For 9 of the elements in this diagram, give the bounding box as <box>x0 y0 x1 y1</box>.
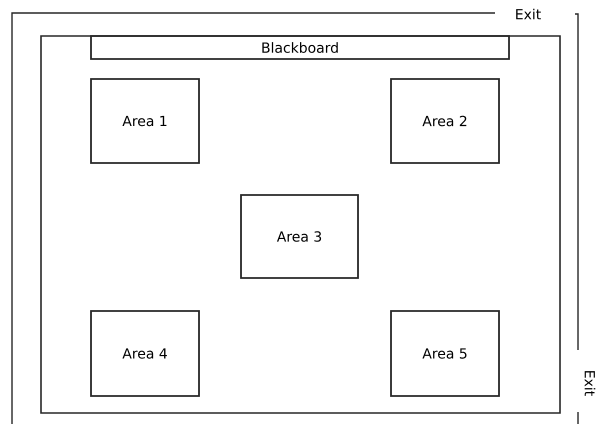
area-box: Area 4 <box>90 310 200 397</box>
exit-label: Exit <box>516 8 541 20</box>
blackboard: Blackboard <box>90 35 510 60</box>
room-outline <box>40 35 561 414</box>
area-box: Area 5 <box>390 310 500 397</box>
area-box: Area 1 <box>90 78 200 164</box>
exit-label: Exit <box>584 371 596 396</box>
area-box: Area 2 <box>390 78 500 164</box>
area-box: Area 3 <box>240 194 359 279</box>
